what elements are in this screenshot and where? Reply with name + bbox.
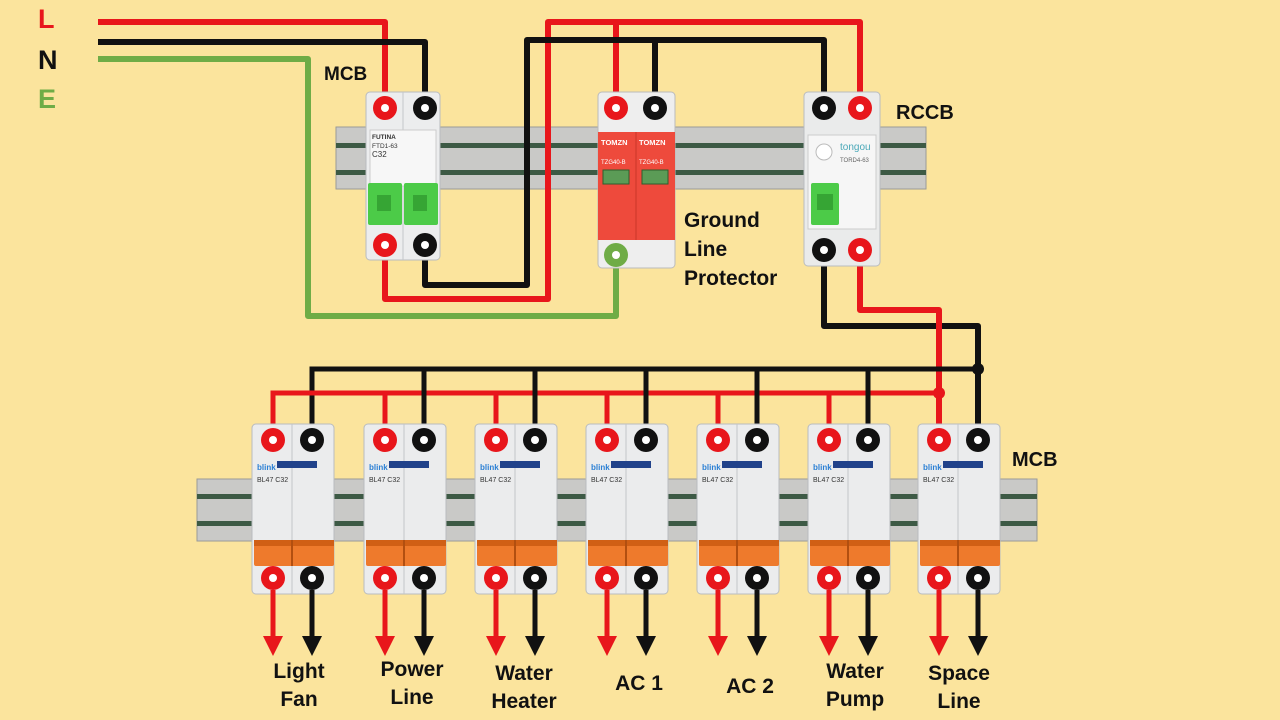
branch-mcb-brand: blink <box>813 463 832 472</box>
branch-mcb-brand: blink <box>369 463 388 472</box>
branch-mcb-model: BL47 C32 <box>480 477 511 484</box>
live-letter: L <box>38 4 55 34</box>
output-label-ac2: AC 2 <box>695 673 805 701</box>
output-label-line1: AC 1 <box>615 672 663 695</box>
output-label-line1: AC 2 <box>726 675 774 698</box>
branch-mcb-brand: blink <box>702 463 721 472</box>
protector-label-line1: Ground <box>684 209 760 232</box>
output-label-water-heater: Water Heater <box>469 660 579 716</box>
branch-mcb-brand: blink <box>923 463 942 472</box>
earth-label: E <box>38 84 56 115</box>
rccb: tongou TORD4-63 <box>803 91 881 267</box>
live-supply-wire <box>98 19 388 108</box>
output-label-line1: Power <box>380 658 444 681</box>
output-label-line1: Water <box>826 660 884 683</box>
output-label-line2: Fan <box>280 688 318 711</box>
output-label-line2: Pump <box>825 688 885 711</box>
spd-model-right: TZG40-B <box>639 160 664 166</box>
branch-mcb-model: BL47 C32 <box>923 477 954 484</box>
output-label-light-fan: Light Fan <box>244 658 354 714</box>
rccb-brand: tongou <box>840 142 871 153</box>
branch-mcb-model: BL47 C32 <box>813 477 844 484</box>
output-label-line1: Light <box>273 660 325 683</box>
neutral-spd-to-rccb-wire <box>655 37 827 108</box>
spd-brand-right: TOMZN <box>639 138 666 147</box>
main-mcb-model: FTD1-63 <box>372 143 398 150</box>
protector-label: Ground Line Protector <box>684 206 777 293</box>
rccb-label: RCCB <box>896 102 954 124</box>
output-label-power-line: Power Line <box>357 656 467 712</box>
earth-letter: E <box>38 84 57 114</box>
earth-supply-wire <box>98 56 619 319</box>
branch-mcb-model: BL47 C32 <box>257 477 288 484</box>
main-mcb-rating: C32 <box>372 150 387 159</box>
main-mcb-label: MCB <box>324 64 368 85</box>
branch-mcb-model: BL47 C32 <box>702 477 733 484</box>
protector-label-line2: Line <box>684 238 728 261</box>
neutral-letter: N <box>38 45 58 75</box>
output-label-water-pump: Water Pump <box>800 658 910 714</box>
branch-mcb-brand: blink <box>591 463 610 472</box>
neutral-rccb-out-wire <box>821 250 981 435</box>
main-mcb: FUTINA FTD1-63 C32 <box>365 91 441 261</box>
live-spd-to-rccb-wire <box>616 19 863 108</box>
output-label-line2: Heater <box>491 690 557 713</box>
ground-line-protector: TOMZN TOMZN TZG40-B TZG40-B <box>597 91 676 269</box>
live-label: L <box>38 4 55 35</box>
main-mcb-brand: FUTINA <box>372 134 396 141</box>
output-label-line1: Space <box>928 662 990 685</box>
branch-mcb-brand: blink <box>257 463 276 472</box>
spd-brand-left: TOMZN <box>601 138 628 147</box>
protector-label-line3: Protector <box>684 267 778 290</box>
branch-mcb-label: MCB <box>1012 449 1058 471</box>
live-mcb-to-spd-wire <box>382 19 619 302</box>
output-label-line2: Line <box>390 686 434 709</box>
output-label-space-line: Space Line <box>904 660 1014 716</box>
output-wires <box>263 590 988 656</box>
neutral-mcb-to-spd-wire <box>422 37 658 288</box>
live-rccb-out-wire <box>857 250 942 435</box>
output-label-line2: Line <box>937 690 981 713</box>
branch-mcb-model: BL47 C32 <box>369 477 400 484</box>
output-label-line1: Water <box>495 662 553 685</box>
spd-model-left: TZG40-B <box>601 160 626 166</box>
neutral-supply-wire <box>98 39 428 108</box>
neutral-label: N <box>38 45 58 76</box>
branch-mcb-brand: blink <box>480 463 499 472</box>
branch-mcb-model: BL47 C32 <box>591 477 622 484</box>
output-label-ac1: AC 1 <box>584 670 694 698</box>
rccb-model: TORD4-63 <box>840 158 870 164</box>
supply-wiring <box>98 19 981 435</box>
